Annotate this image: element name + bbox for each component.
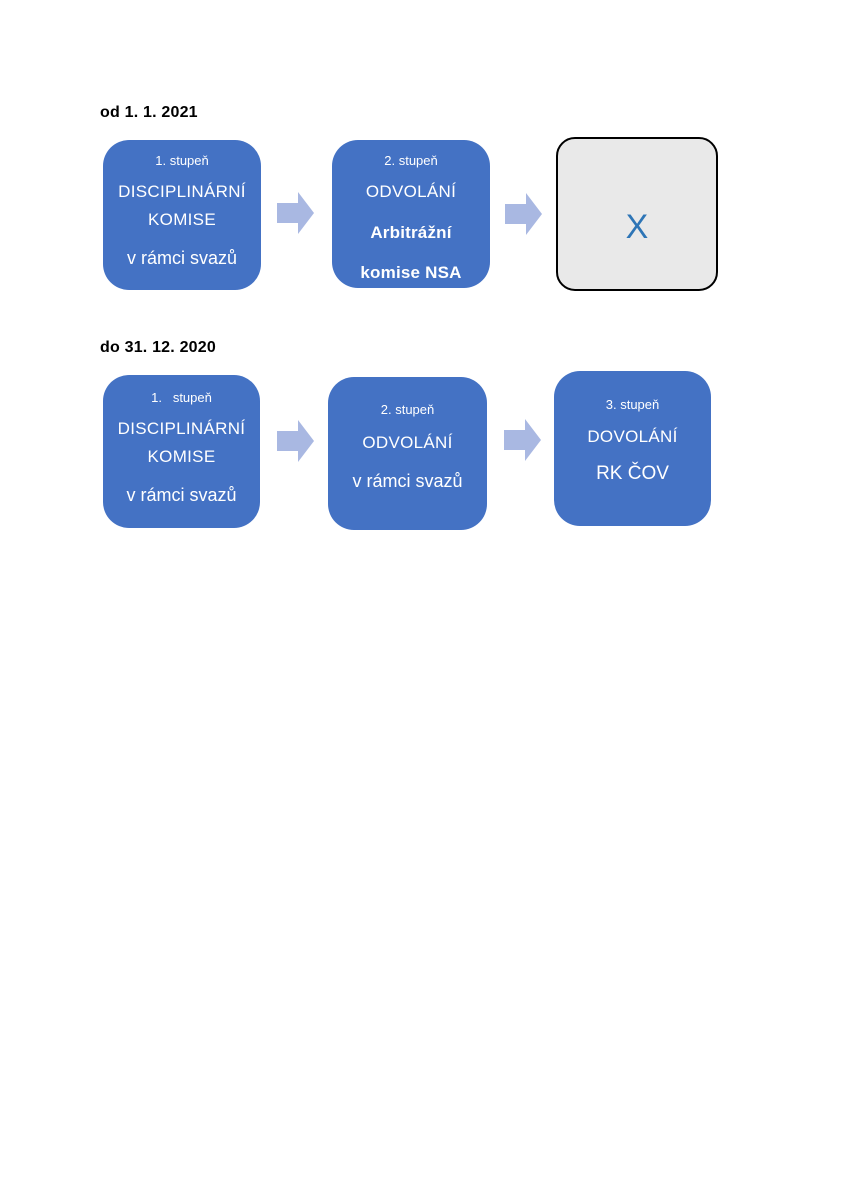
right-arrow-icon bbox=[505, 192, 543, 236]
process-box-2020-step3: 3. stupeň DOVOLÁNÍ RK ČOV bbox=[554, 371, 711, 526]
terminal-x-label: X bbox=[625, 208, 649, 246]
process-box-2021-step2: 2. stupeň ODVOLÁNÍ Arbitrážní komise NSA bbox=[332, 140, 490, 288]
stage-label: 1. stupeň bbox=[155, 153, 209, 168]
box-name-line: DISCIPLINÁRNÍ bbox=[117, 419, 246, 438]
box-name-line: ODVOLÁNÍ bbox=[362, 433, 453, 452]
right-arrow-icon bbox=[504, 418, 542, 462]
diagram-2020-title: do 31. 12. 2020 bbox=[100, 339, 216, 356]
box-name-line: DISCIPLINÁRNÍ bbox=[118, 182, 246, 201]
process-box-2020-step2: 2. stupeň ODVOLÁNÍ v rámci svazů bbox=[328, 377, 487, 530]
box-name-line: ODVOLÁNÍ bbox=[365, 182, 457, 201]
stage-label: 2. stupeň bbox=[380, 402, 435, 417]
process-box-2021-step1: 1. stupeň DISCIPLINÁRNÍ KOMISE v rámci s… bbox=[103, 140, 261, 290]
right-arrow-icon bbox=[277, 191, 315, 235]
stage-label: 3. stupeň bbox=[605, 397, 660, 412]
box-scope: v rámci svazů bbox=[126, 248, 238, 268]
stage-label: 1. stupeň bbox=[151, 390, 212, 405]
box-authority-line: Arbitrážní bbox=[370, 223, 452, 242]
box-name-line: DOVOLÁNÍ bbox=[587, 427, 678, 446]
stage-label: 2. stupeň bbox=[384, 153, 438, 168]
box-name-line: KOMISE bbox=[147, 447, 216, 466]
box-scope: v rámci svazů bbox=[126, 485, 237, 505]
right-arrow-icon bbox=[277, 419, 315, 463]
diagram-2021-title: od 1. 1. 2021 bbox=[100, 104, 198, 121]
box-name-line: KOMISE bbox=[148, 210, 216, 229]
process-box-2020-step1: 1. stupeň DISCIPLINÁRNÍ KOMISE v rámci s… bbox=[103, 375, 260, 528]
box-authority: RK ČOV bbox=[596, 463, 669, 484]
box-scope: v rámci svazů bbox=[352, 471, 463, 491]
box-authority-line: komise NSA bbox=[360, 263, 462, 282]
terminal-box-no-appeal: X bbox=[556, 137, 718, 291]
